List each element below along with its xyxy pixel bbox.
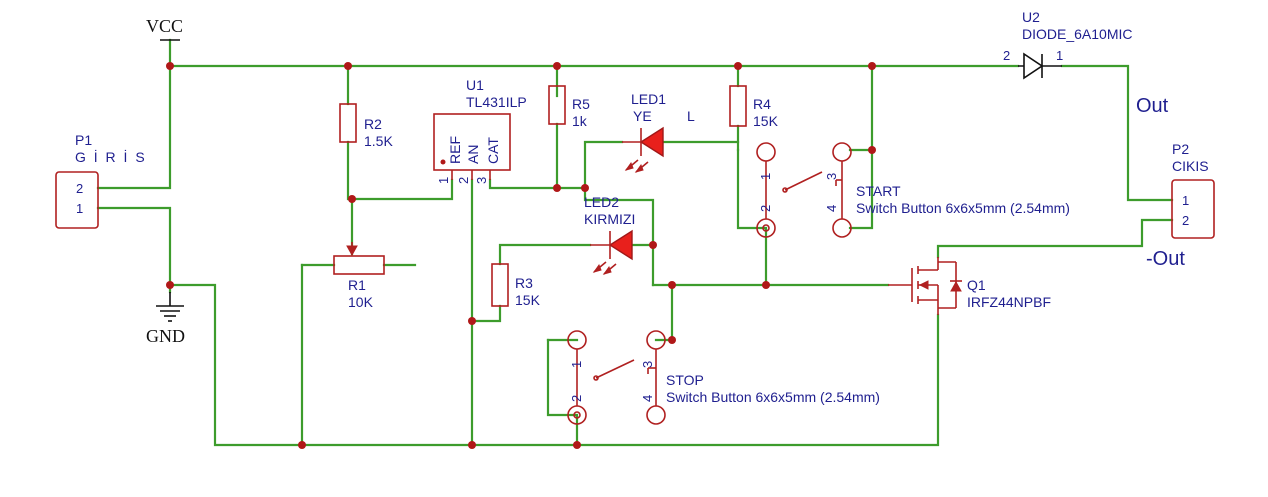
p2-pin2: 2 (1182, 213, 1189, 228)
u1-pin3: 3 (474, 177, 489, 184)
gnd-label: GND (146, 326, 185, 346)
r3-value: 15K (515, 292, 541, 308)
stop-pin3: 3 (640, 361, 655, 368)
u1-pin-ref: REF (447, 136, 463, 164)
led1-value: YE (633, 108, 652, 124)
start-pin4: 4 (824, 205, 839, 212)
stop-name: STOP (666, 372, 704, 388)
resistor-r5: R5 1k (548, 85, 590, 129)
r2-value: 1.5K (364, 133, 393, 149)
r4-value: 15K (753, 113, 779, 129)
r1-ref: R1 (348, 277, 366, 293)
resistor-r4: R4 15K (729, 85, 779, 129)
diode-u2: U2 DIODE_6A10MIC 2 1 (1003, 9, 1132, 80)
u2-pin2: 2 (1003, 48, 1010, 63)
led1-ref: LED1 (631, 91, 666, 107)
led2-value: KIRMIZI (584, 211, 635, 227)
start-pin1: 1 (758, 173, 773, 180)
r5-value: 1k (572, 113, 588, 129)
u1-pin-cat: CAT (485, 137, 501, 164)
potentiometer-r1: R1 10K (333, 242, 385, 310)
u2-pin1: 1 (1056, 48, 1063, 63)
stop-pin2: 2 (569, 395, 584, 402)
start-pin2: 2 (758, 205, 773, 212)
u2-value: DIODE_6A10MIC (1022, 26, 1132, 42)
u1-ref: U1 (466, 77, 484, 93)
q1-ref: Q1 (967, 277, 986, 293)
p2-ref: P2 (1172, 141, 1189, 157)
led-led2: LED2 KIRMIZI (584, 194, 635, 275)
r5-ref: R5 (572, 96, 590, 112)
resistor-r3: R3 15K (491, 263, 541, 308)
led-led1: LED1 YE L (622, 91, 695, 173)
u1-pin1: 1 (436, 177, 451, 184)
u2-ref: U2 (1022, 9, 1040, 25)
led2-ref: LED2 (584, 194, 619, 210)
r1-value: 10K (348, 294, 374, 310)
p2-value: CIKIS (1172, 158, 1209, 174)
vcc-label: VCC (146, 16, 183, 36)
led1-pin-label: L (687, 108, 695, 124)
r3-ref: R3 (515, 275, 533, 291)
u1-value: TL431ILP (466, 94, 527, 110)
stop-pin1: 1 (569, 361, 584, 368)
stop-pin4: 4 (640, 395, 655, 402)
mosfet-q1: Q1 IRFZ44NPBF (888, 257, 1051, 315)
start-value: Switch Button 6x6x5mm (2.54mm) (856, 200, 1070, 216)
q1-value: IRFZ44NPBF (967, 294, 1051, 310)
p1-pin1: 1 (76, 201, 83, 216)
gnd-symbol: GND (146, 292, 185, 346)
junctions (166, 62, 876, 449)
start-name: START (856, 183, 901, 199)
p2-pin1: 1 (1182, 193, 1189, 208)
stop-value: Switch Button 6x6x5mm (2.54mm) (666, 389, 880, 405)
switch-start: 1 2 3 4 START Switch Button 6x6x5mm (2.5… (756, 142, 1070, 238)
ic-u1: U1 TL431ILP REF AN CAT 1 2 3 (433, 77, 527, 184)
neg-out-label: -Out (1146, 248, 1185, 270)
p1-value: G İ R İ S (75, 148, 147, 165)
connector-p1: P1 G İ R İ S 2 1 (55, 132, 147, 229)
out-label: Out (1136, 95, 1169, 117)
start-pin3: 3 (824, 173, 839, 180)
r2-ref: R2 (364, 116, 382, 132)
r4-ref: R4 (753, 96, 771, 112)
resistor-r2: R2 1.5K (339, 103, 393, 149)
u1-pin2: 2 (456, 177, 471, 184)
p1-ref: P1 (75, 132, 92, 148)
vcc-symbol: VCC (146, 16, 183, 41)
switch-stop: 1 2 3 4 STOP Switch Button 6x6x5mm (2.54… (567, 330, 880, 425)
p1-pin2: 2 (76, 181, 83, 196)
u1-pin-an: AN (465, 145, 481, 164)
connector-p2: P2 CIKIS 1 2 Out -Out (1136, 95, 1215, 270)
